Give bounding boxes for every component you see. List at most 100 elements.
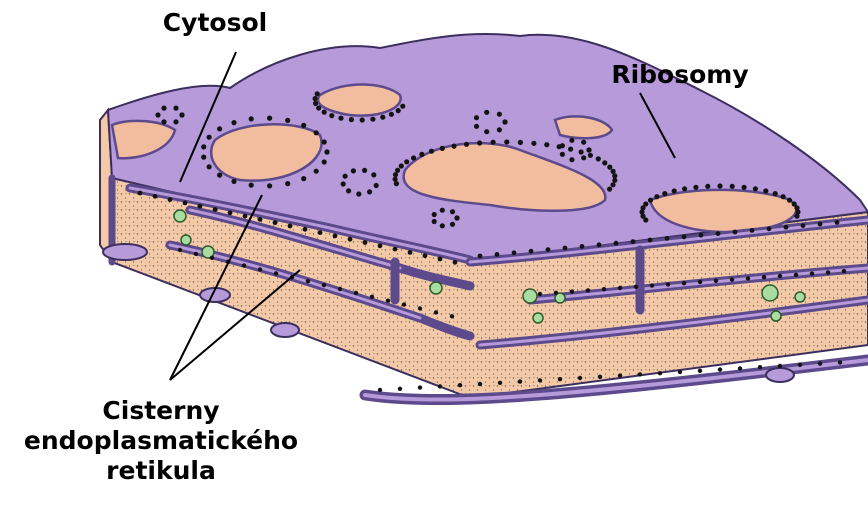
ribosome-dot [378,388,382,392]
ribosome-dot [568,147,573,152]
ribosome-dot [249,116,254,121]
ribosome-dot [408,250,413,255]
ribosome-dot [258,267,262,271]
ribosome-dot [518,379,522,383]
ribosome-dot [210,256,214,260]
ribosome-dot [787,198,792,203]
ribosome-dot [716,231,721,236]
ribosome-dot [835,220,840,225]
ribosome-dot [399,163,404,168]
ribosome-dot [586,147,591,152]
ribosome-dot [322,139,327,144]
ribosome-dot [386,299,390,303]
ribosome-dot [367,189,372,194]
ribosome-dot [531,141,536,146]
ribosome-dot [348,237,353,242]
ribosome-dot [183,201,188,206]
ribosome-dot [207,164,212,169]
ribosome-dot [750,228,755,233]
ribosome-dot [648,238,653,243]
ribosome-dot [362,168,367,173]
ribosome-dot [429,149,434,154]
ribosome-dot [634,285,638,289]
ribosome-dot [826,270,830,274]
ribosome-dot [607,187,612,192]
ribosome-dot [498,381,502,385]
ribosome-dot [231,179,236,184]
ribosome-dot [440,223,445,228]
ribosome-dot [504,139,509,144]
ribosome-dot [338,116,343,121]
ribosome-dot [451,144,456,149]
ribosome-dot [194,252,198,256]
ribosome-dot [411,155,416,160]
ribosome-dot [201,144,206,149]
ribosome-dot [228,210,233,215]
ribosome-dot [313,101,318,106]
ribosome-dot [324,149,329,154]
ribosome-dot [316,105,321,110]
label-cisterny: Cisterny endoplasmatického retikula [0,396,322,486]
ribosome-dot [607,165,612,170]
ribosome-dot [474,115,479,120]
ribosome-dot [301,123,306,128]
ribosome-dot [303,227,308,232]
ribosome-dot [231,120,236,125]
ribosome-dot [818,222,823,227]
ribosome-dot [440,208,445,213]
ribosome-dot [318,230,323,235]
ribosome-dot [329,113,334,118]
ribosome-dot [631,239,636,244]
ribosome-dot [784,225,789,230]
ribosome-dot [546,247,551,252]
ribosome-dot [338,287,342,291]
ribosome-dot [705,184,710,189]
ribosome-dot [773,191,778,196]
label-cytosol: Cytosol [130,8,300,38]
ribosome-dot [794,273,798,277]
ribosome-dot [730,277,734,281]
ribosome-dot [173,119,178,124]
ribosome-dot [778,274,782,278]
ribosome-dot [370,117,375,122]
label-cisterny-line-3: retikula [0,456,322,486]
ribosome-dot [438,384,442,388]
ribosome-dot [178,248,182,252]
ribosome-dot [423,253,428,258]
ribosome-dot [179,112,184,117]
ribosome-dot [698,280,702,284]
ribosome-dot [762,275,766,279]
ribosome-dot [438,257,443,262]
ribosome-dot [682,234,687,239]
ribosome-dot [418,306,422,310]
ribosome-dot [301,176,306,181]
ribosome-dot [314,169,319,174]
ribosome-dot [440,146,445,151]
ribosome-dot [213,207,218,212]
ribosome-dot [662,191,667,196]
ribosome-dot [682,186,687,191]
ribosome-dot [450,314,454,318]
ribosome-dot [333,234,338,239]
ribosome-dot [477,140,482,145]
ribosome-dot [243,214,248,219]
ribosome-dot [693,185,698,190]
ribosome-dot [371,172,376,177]
ribosome-dot [370,295,374,299]
ribosome-dot [618,373,622,377]
ribosome-dot [404,159,409,164]
ribosome-dot [258,217,263,222]
ribosome-dot [394,181,399,186]
ribosome-dot [161,119,166,124]
ribosome-dot [274,271,278,275]
ribosome-dot [698,369,702,373]
ribosome-dot [497,112,502,117]
ribosome-dot [718,367,722,371]
ribosome-dot [249,183,254,188]
ribosome-dot [497,127,502,132]
ribosome-dot [495,252,500,257]
ribosome-dot [570,289,574,293]
ribosome-dot [717,183,722,188]
ribosome-dot [393,247,398,252]
